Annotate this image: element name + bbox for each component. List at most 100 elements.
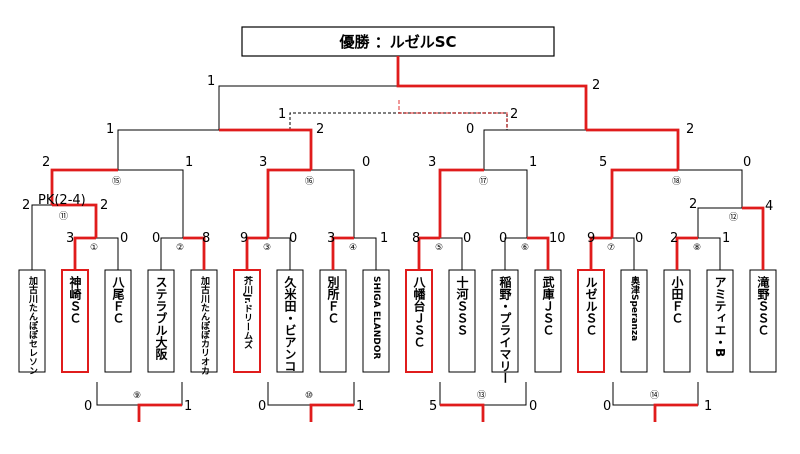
score-m16-right: 0 xyxy=(362,155,370,170)
team-name-8: 別所ＦＣ xyxy=(326,276,340,324)
match-label-m9: ⑨ xyxy=(133,391,141,401)
score-m10-right: 1 xyxy=(356,399,364,414)
score-m9-left: 0 xyxy=(84,399,92,414)
score-m6-left: 0 xyxy=(499,231,507,246)
win-m1 xyxy=(73,236,96,270)
team-box-14 xyxy=(577,269,605,373)
win-final xyxy=(396,56,588,130)
team-name-14: ルゼルＳＣ xyxy=(584,276,598,336)
champion-box xyxy=(241,26,555,57)
score-m6-right: 10 xyxy=(549,231,566,246)
match-label-m16: ⑯ xyxy=(305,176,314,187)
score-m14-left: 0 xyxy=(603,399,611,414)
team-box-18 xyxy=(749,269,777,373)
win-m8 xyxy=(675,236,698,270)
score-final-right: 2 xyxy=(592,78,600,93)
score-third-left: 1 xyxy=(278,107,286,122)
score-third-right: 2 xyxy=(510,107,518,122)
score-semi1-right: 2 xyxy=(316,122,324,137)
win-m9 xyxy=(137,403,182,422)
score-m2-left: 0 xyxy=(152,231,160,246)
score-semi1-left: 1 xyxy=(106,122,114,137)
line-semi1 xyxy=(117,129,312,170)
score-m15-left: 2 xyxy=(42,155,50,170)
champion-title: 優勝 ：ルゼルSC xyxy=(338,33,456,51)
match-label-m3: ③ xyxy=(263,243,271,253)
score-m13-right: 0 xyxy=(529,399,537,414)
match-label-m4: ④ xyxy=(349,243,357,253)
win-m15 xyxy=(50,168,118,205)
match-label-m8: ⑧ xyxy=(693,243,701,253)
score-m5-left: 8 xyxy=(412,231,420,246)
score-m15-right: 1 xyxy=(185,155,193,170)
match-label-m6: ⑥ xyxy=(521,243,529,253)
team-box-12 xyxy=(491,269,519,373)
team-box-4 xyxy=(147,269,175,373)
match-label-m13: ⑬ xyxy=(477,390,486,401)
score-m12-left: 2 xyxy=(689,197,697,212)
score-m3-right: 0 xyxy=(289,231,297,246)
line-semi2 xyxy=(483,129,679,170)
team-box-15 xyxy=(620,269,648,373)
score-semi2-right: 2 xyxy=(686,122,694,137)
team-box-17 xyxy=(706,269,734,373)
win-semi1 xyxy=(219,128,313,170)
line-final xyxy=(218,85,587,130)
score-final-left: 1 xyxy=(207,74,215,89)
score-m17-left: 3 xyxy=(428,155,436,170)
team-name-11: 十河ＳＳＳ xyxy=(455,275,469,336)
match-label-m14: ⑭ xyxy=(650,390,659,401)
match-label-m1: ① xyxy=(90,243,98,253)
score-m13-left: 5 xyxy=(429,399,437,414)
team-name-12: 稲野・プライマリー xyxy=(498,275,512,384)
win-m2 xyxy=(183,236,206,270)
win-m17 xyxy=(438,168,484,238)
match-label-m2: ② xyxy=(176,243,184,253)
score-semi2-left: 0 xyxy=(466,122,474,137)
win-m6 xyxy=(527,236,550,270)
team-box-5 xyxy=(190,269,218,373)
match-label-m12: ⑫ xyxy=(729,212,738,223)
team-name-1: 加古川たんぽぽセレソン xyxy=(27,275,39,375)
match-label-m17: ⑰ xyxy=(479,176,488,187)
win-m14 xyxy=(653,403,698,422)
team-box-3 xyxy=(104,269,132,373)
win-m18 xyxy=(610,168,678,238)
match-label-m15: ⑮ xyxy=(112,176,121,187)
score-m10-left: 0 xyxy=(258,399,266,414)
score-m3-left: 9 xyxy=(240,231,248,246)
team-name-10: 八幡台ＪＳＣ xyxy=(412,276,426,348)
score-m8-left: 2 xyxy=(670,231,678,246)
team-name-6: 芥川Jr.ドリームズ xyxy=(242,275,254,349)
score-m7-left: 9 xyxy=(587,231,595,246)
team-box-7 xyxy=(276,269,304,373)
win-m10 xyxy=(309,403,354,422)
score-m11-right: 2 xyxy=(100,198,108,213)
score-m12-right: 4 xyxy=(765,199,773,214)
win-m4 xyxy=(331,236,354,270)
team-name-2: 神崎ＳＣ xyxy=(68,275,82,324)
win-m16 xyxy=(266,168,311,238)
win-m3 xyxy=(245,236,268,270)
win-m12 xyxy=(742,206,765,270)
team-name-15: 奥津Speranza xyxy=(629,275,641,341)
win-semi2 xyxy=(586,128,680,170)
team-name-18: 滝野ＳＳＣ xyxy=(756,275,770,336)
team-box-11 xyxy=(448,269,476,373)
team-box-1 xyxy=(18,269,46,373)
win-m5 xyxy=(417,236,440,270)
team-box-9 xyxy=(362,269,390,373)
score-m8-right: 1 xyxy=(722,231,730,246)
win-m11 xyxy=(52,203,98,238)
score-m16-left: 3 xyxy=(259,155,267,170)
score-m1-left: 3 xyxy=(66,231,74,246)
score-m9-right: 1 xyxy=(184,399,192,414)
team-name-9: SHIGA ELANDOR xyxy=(371,276,381,359)
score-m5-right: 0 xyxy=(463,231,471,246)
team-box-10 xyxy=(405,269,433,373)
score-m4-left: 3 xyxy=(327,231,335,246)
team-name-13: 武庫ＪＳＣ xyxy=(541,275,555,336)
team-box-16 xyxy=(663,269,691,373)
